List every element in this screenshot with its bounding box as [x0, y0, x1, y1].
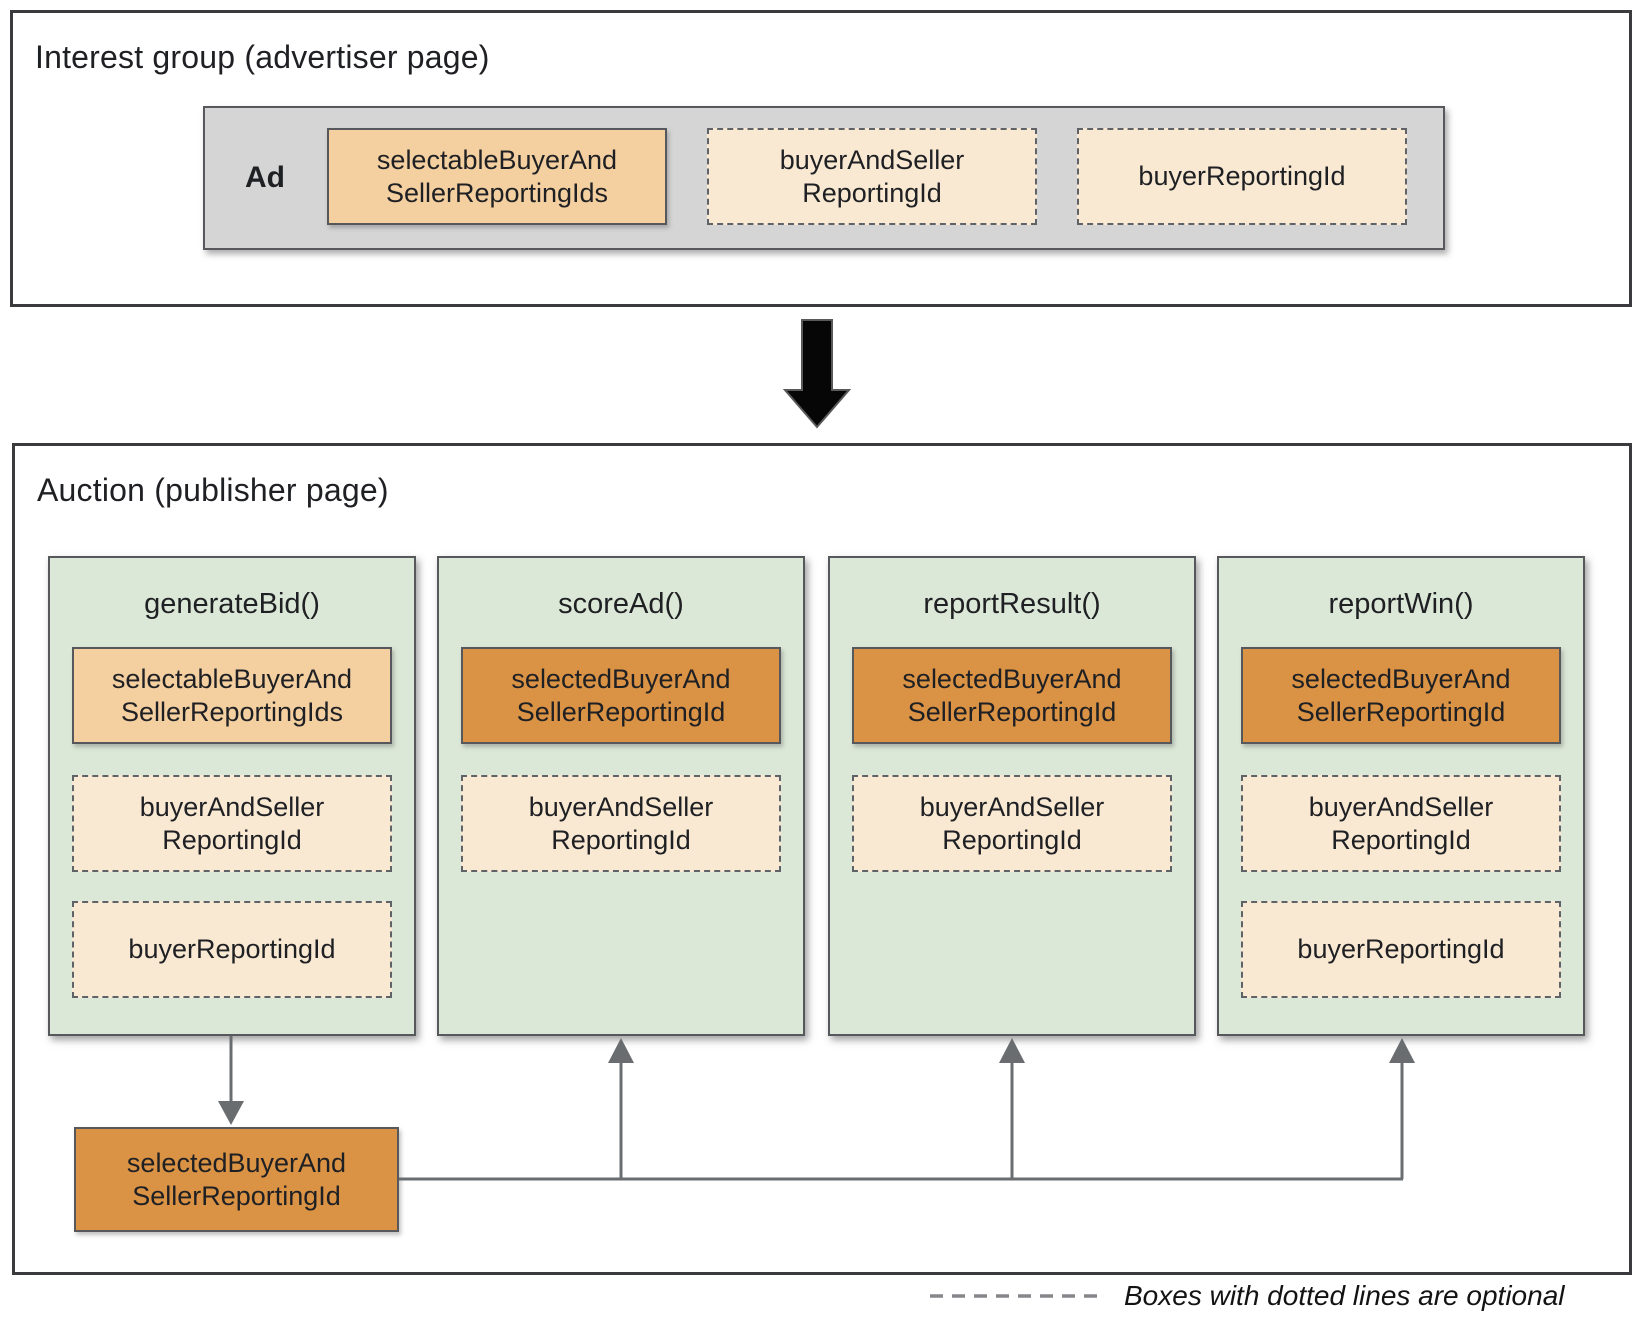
function-box-report-result: reportResult() selectedBuyerAnd SellerRe…	[828, 556, 1196, 1036]
node-label-line: buyerAndSeller	[779, 144, 965, 175]
function-box-report-win: reportWin() selectedBuyerAnd SellerRepor…	[1217, 556, 1585, 1036]
dashed-line-sample-icon	[930, 1294, 1106, 1298]
node-selected-buyer-and-seller-reporting-id-output: selectedBuyerAnd SellerReportingId	[74, 1127, 399, 1232]
node-selectable-buyer-and-seller-reporting-ids: selectableBuyerAnd SellerReportingIds	[327, 128, 667, 225]
function-title: reportResult()	[923, 588, 1101, 620]
auction-section: Auction (publisher page) generateBid() s…	[12, 443, 1632, 1275]
node-label-line: selectedBuyerAnd	[902, 663, 1122, 694]
node-selectable-buyer-and-seller-reporting-ids: selectableBuyerAnd SellerReportingIds	[72, 647, 392, 744]
node-buyer-and-seller-reporting-id: buyerAndSeller ReportingId	[1241, 775, 1561, 872]
auction-title: Auction (publisher page)	[37, 472, 389, 508]
node-label-line: SellerReportingIds	[120, 696, 344, 727]
node-label-line: ReportingId	[802, 177, 942, 208]
node-label-line: buyerAndSeller	[1308, 791, 1494, 822]
node-label-line: ReportingId	[162, 824, 302, 855]
node-label-line: ReportingId	[1331, 824, 1471, 855]
node-label-line: buyerAndSeller	[139, 791, 325, 822]
node-buyer-and-seller-reporting-id: buyerAndSeller ReportingId	[72, 775, 392, 872]
legend-caption: Boxes with dotted lines are optional	[1124, 1280, 1565, 1311]
node-selected-buyer-and-seller-reporting-id: selectedBuyerAnd SellerReportingId	[461, 647, 781, 744]
node-label-line: selectedBuyerAnd	[1291, 663, 1511, 694]
function-title: reportWin()	[1328, 588, 1474, 620]
node-label-line: buyerReportingId	[128, 934, 336, 964]
node-label-line: buyerAndSeller	[919, 791, 1105, 822]
node-selected-buyer-and-seller-reporting-id: selectedBuyerAnd SellerReportingId	[852, 647, 1172, 744]
node-label-line: SellerReportingId	[1296, 696, 1506, 727]
node-buyer-reporting-id: buyerReportingId	[72, 901, 392, 998]
node-label-line: SellerReportingId	[907, 696, 1117, 727]
node-label-line: ReportingId	[942, 824, 1082, 855]
down-arrow-icon	[782, 319, 852, 429]
ad-container: Ad selectableBuyerAnd SellerReportingIds…	[203, 106, 1445, 250]
node-label-line: ReportingId	[551, 824, 691, 855]
function-box-generate-bid: generateBid() selectableBuyerAnd SellerR…	[48, 556, 416, 1036]
node-buyer-reporting-id: buyerReportingId	[1077, 128, 1407, 225]
function-title: generateBid()	[144, 588, 320, 620]
node-label-line: SellerReportingId	[132, 1180, 341, 1211]
node-buyer-and-seller-reporting-id: buyerAndSeller ReportingId	[461, 775, 781, 872]
node-label-line: selectedBuyerAnd	[126, 1147, 347, 1178]
node-buyer-and-seller-reporting-id: buyerAndSeller ReportingId	[852, 775, 1172, 872]
node-label-line: SellerReportingIds	[385, 177, 609, 208]
node-label-line: buyerReportingId	[1138, 161, 1346, 191]
node-label-line: selectableBuyerAnd	[376, 144, 618, 175]
function-box-score-ad: scoreAd() selectedBuyerAnd SellerReporti…	[437, 556, 805, 1036]
interest-group-title: Interest group (advertiser page)	[35, 39, 490, 75]
node-buyer-reporting-id: buyerReportingId	[1241, 901, 1561, 998]
node-selected-buyer-and-seller-reporting-id: selectedBuyerAnd SellerReportingId	[1241, 647, 1561, 744]
node-label-line: selectableBuyerAnd	[111, 663, 353, 694]
node-label-line: selectedBuyerAnd	[511, 663, 731, 694]
node-label-line: SellerReportingId	[516, 696, 726, 727]
node-label-line: buyerAndSeller	[528, 791, 714, 822]
interest-group-section: Interest group (advertiser page) Ad sele…	[10, 10, 1632, 307]
node-buyer-and-seller-reporting-id: buyerAndSeller ReportingId	[707, 128, 1037, 225]
function-title: scoreAd()	[558, 588, 684, 620]
node-label-line: buyerReportingId	[1297, 934, 1505, 964]
ad-label: Ad	[245, 161, 285, 194]
